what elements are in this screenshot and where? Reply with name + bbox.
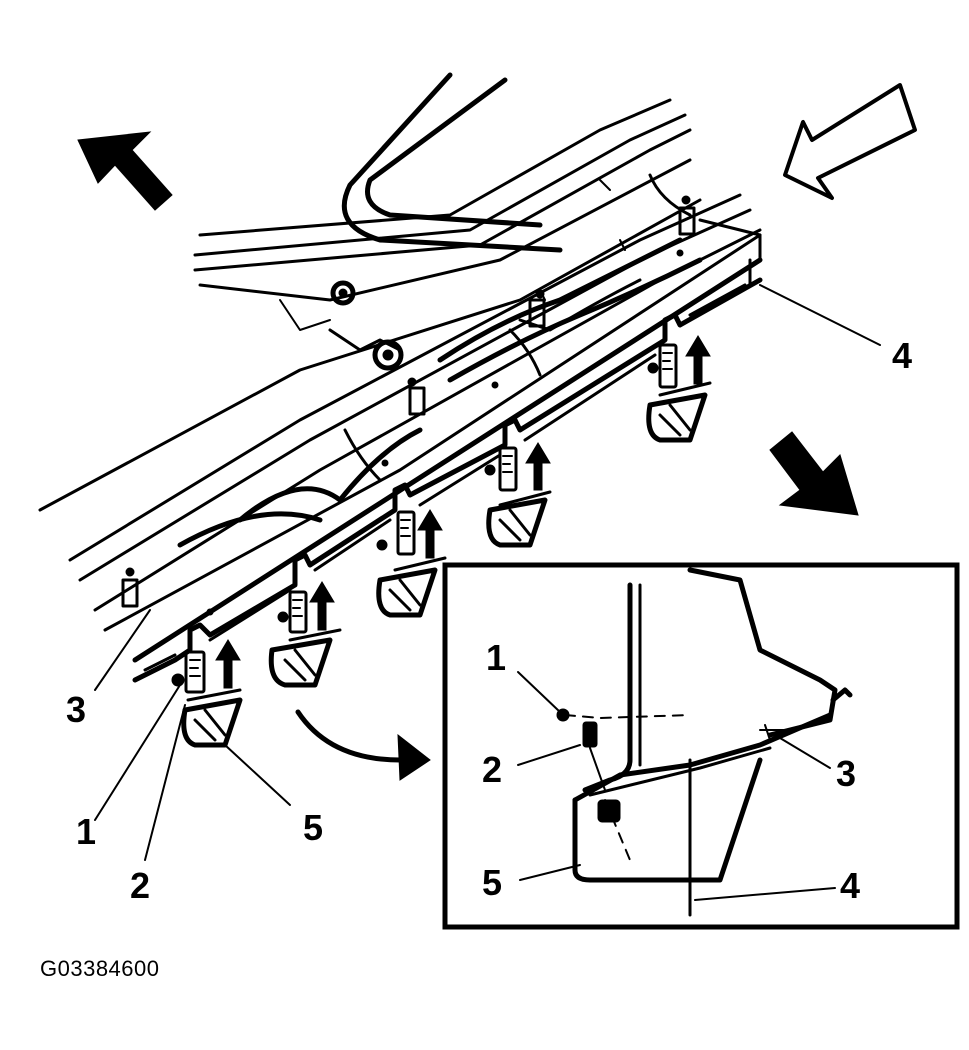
- callout-1-main: 1: [76, 811, 97, 852]
- curved-arrow-right-icon: [295, 709, 431, 781]
- callout-3-detail: 3: [836, 753, 857, 794]
- detail-inset: [442, 562, 960, 930]
- callout-3-main: 3: [66, 689, 87, 730]
- callout-1-detail: 1: [486, 637, 507, 678]
- clip-group-5: [646, 335, 712, 443]
- clip-group-3: [376, 509, 447, 618]
- callout-2-main: 2: [130, 865, 151, 906]
- callout-5-main: 5: [303, 807, 324, 848]
- callout-2-detail: 2: [482, 749, 503, 790]
- main-view-leaders: [94, 284, 881, 861]
- figure-id: G03384600: [40, 956, 160, 981]
- up-arrow-icon: [215, 639, 241, 689]
- arrow-down-right-icon: [769, 431, 859, 516]
- callout-4-main: 4: [892, 335, 913, 376]
- arrow-down-left-icon: [783, 83, 917, 200]
- up-arrow-icon: [309, 581, 335, 631]
- rocker-flange: [132, 218, 763, 683]
- up-arrow-icon: [685, 335, 711, 385]
- clip-group-2: [268, 581, 342, 688]
- rail-fasteners: [121, 195, 696, 608]
- clip-group-1: [171, 639, 243, 748]
- callout-4-detail: 4: [840, 865, 861, 906]
- vehicle-floor-structure: [38, 72, 762, 632]
- up-arrow-icon: [525, 442, 551, 491]
- up-arrow-icon: [417, 509, 443, 559]
- arrow-up-left-icon: [77, 131, 173, 211]
- callout-5-detail: 5: [482, 862, 503, 903]
- clip-group-4: [484, 442, 552, 548]
